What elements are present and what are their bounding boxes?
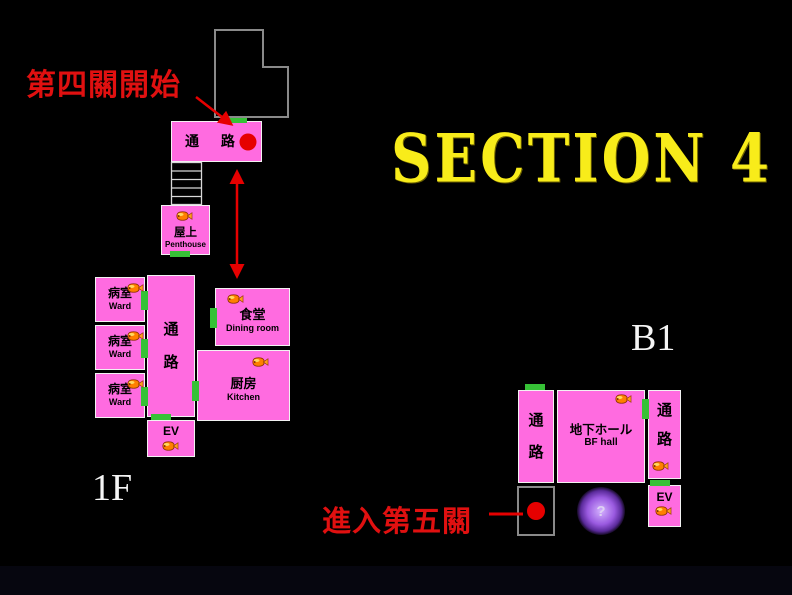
room-label-en: Dining room	[226, 322, 279, 333]
room-bf-hall: 地下ホール BF hall	[557, 390, 645, 483]
room-corridor-top: 通 路	[171, 121, 262, 162]
item-icon	[653, 504, 672, 516]
room-label-jp: 通 路	[185, 133, 244, 150]
door-marker	[650, 480, 670, 486]
stage4-pointer-arrow	[195, 96, 234, 126]
item-icon	[125, 281, 144, 293]
room-label-en: EV	[656, 490, 673, 504]
room-label-jp: 路	[163, 353, 179, 371]
item-icon	[160, 439, 179, 451]
staircase	[170, 161, 203, 206]
door-marker	[170, 251, 190, 257]
door-marker	[141, 291, 148, 310]
room-label-jp: 食堂	[239, 306, 266, 322]
room-elevator-b1: EV	[648, 485, 681, 527]
item-icon	[650, 459, 669, 471]
door-marker	[192, 381, 199, 401]
room-label-jp: 通	[656, 402, 672, 419]
building-outline	[214, 29, 289, 118]
room-label-jp: 地下ホール	[569, 423, 633, 438]
floor-label-b1: B1	[631, 317, 676, 359]
door-marker	[141, 387, 148, 406]
item-icon	[613, 392, 632, 404]
door-marker	[642, 399, 649, 419]
room-corridor-1f: 通 路	[147, 275, 195, 417]
room-label-en: BF hall	[584, 437, 618, 449]
door-marker	[210, 308, 217, 328]
room-dining: 食堂 Dining room	[215, 288, 290, 346]
room-label-jp: 病室	[107, 333, 132, 348]
item-icon	[250, 355, 269, 367]
room-elevator-1f: EV	[147, 420, 195, 457]
item-icon	[174, 209, 193, 221]
room-label-en: Ward	[108, 348, 132, 359]
room-label-en: Ward	[108, 300, 132, 311]
room-label-jp: 通	[528, 412, 544, 430]
door-marker	[141, 339, 148, 358]
stage5-entry-room	[517, 486, 555, 536]
item-icon	[225, 292, 244, 304]
room-label-jp: 通	[163, 321, 179, 339]
room-label-jp: 病室	[107, 285, 132, 300]
room-label-jp: 厨房	[230, 376, 257, 392]
room-label-en: Penthouse	[165, 240, 206, 249]
room-corridor-b1-left: 通 路	[518, 390, 554, 483]
room-kitchen: 厨房 Kitchen	[197, 350, 290, 421]
question-mark: ?	[596, 502, 606, 520]
section-title: SECTION 4	[391, 120, 772, 198]
bottom-strip	[0, 566, 792, 595]
mystery-glow: ?	[577, 487, 625, 535]
stage5-enter-label: 進入第五關	[322, 506, 473, 538]
room-label-en: Ward	[108, 396, 132, 407]
door-marker	[525, 384, 545, 390]
room-label-en: EV	[162, 424, 179, 438]
floor-label-1f: 1F	[92, 467, 133, 509]
room-label-jp: 路	[656, 431, 672, 449]
room-label-jp: 路	[528, 443, 544, 461]
item-icon	[125, 377, 144, 389]
door-marker	[151, 414, 171, 420]
stage4-start-label: 第四關開始	[26, 69, 181, 102]
item-icon	[125, 329, 144, 341]
room-label-en: Kitchen	[226, 392, 260, 403]
room-label-jp: 病室	[107, 381, 132, 396]
door-marker	[228, 117, 247, 123]
room-label-jp: 屋上	[174, 226, 197, 239]
